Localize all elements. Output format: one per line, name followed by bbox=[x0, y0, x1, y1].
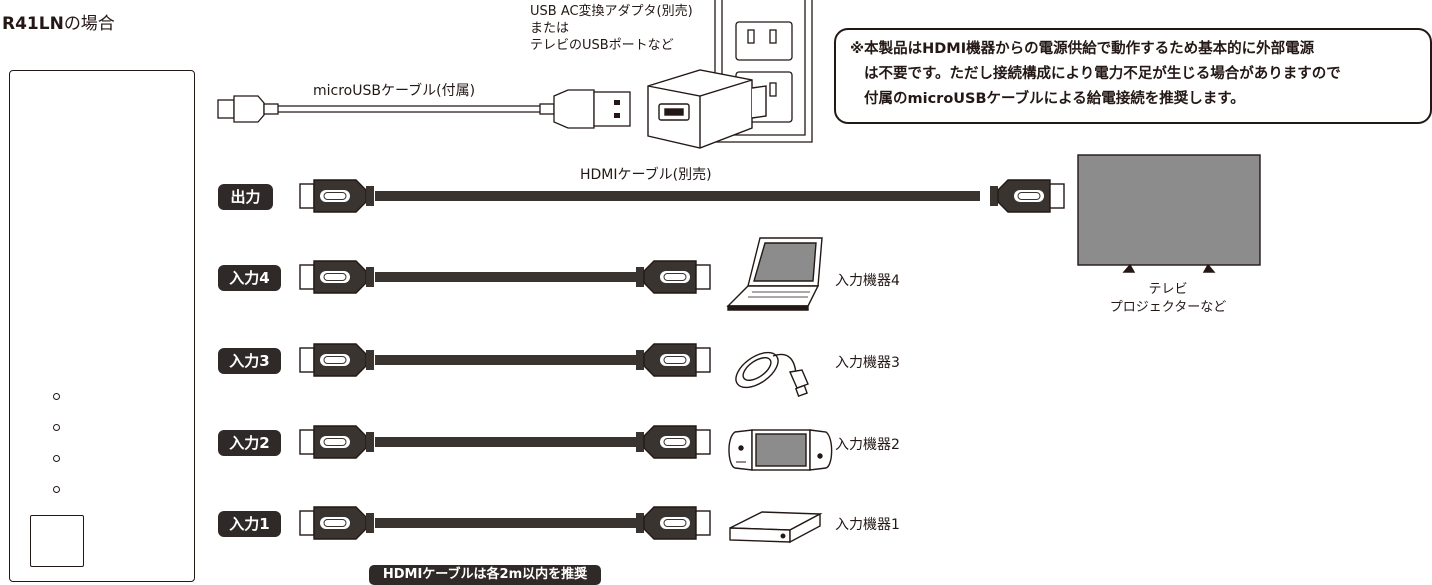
tv-caption-line1: テレビ bbox=[1148, 282, 1188, 297]
laptop-icon bbox=[726, 237, 823, 311]
adapter-label-line1: USB AC変換アダプタ(別売) bbox=[530, 4, 693, 19]
tv-icon bbox=[1077, 154, 1261, 273]
hdmi-cable-input2 bbox=[299, 425, 711, 459]
hdmi-cable-input3 bbox=[299, 343, 711, 377]
indicator-led-1 bbox=[53, 393, 60, 400]
device-label-input2: 入力機器2 bbox=[835, 437, 900, 453]
page-title: R41LNの場合 bbox=[2, 9, 115, 34]
hdmi-cable-output bbox=[299, 179, 1065, 213]
hdmi-output-cable-label: HDMIケーブル(別売) bbox=[580, 167, 712, 183]
title-suffix: の場合 bbox=[63, 14, 115, 34]
indicator-led-4 bbox=[53, 486, 60, 493]
port-badge-input1: 入力1 bbox=[218, 511, 281, 537]
usb-ac-adapter bbox=[647, 69, 767, 149]
port-badge-input4: 入力4 bbox=[218, 265, 281, 291]
port-badge-output: 出力 bbox=[218, 184, 273, 210]
switcher-device bbox=[9, 70, 195, 582]
adapter-label-line2: または bbox=[530, 21, 570, 36]
power-button bbox=[30, 515, 84, 567]
note-line3: 付属のmicroUSBケーブルによる給電接続を推奨します。 bbox=[864, 91, 1245, 107]
note-line1: ※本製品はHDMI機器からの電源供給で動作するため基本的に外部電源 bbox=[850, 41, 1315, 57]
hdmi-cable-input1 bbox=[299, 506, 711, 540]
port-badge-input2: 入力2 bbox=[218, 430, 281, 456]
device-label-input4: 入力機器4 bbox=[835, 273, 900, 289]
tv-caption: テレビ プロジェクターなど bbox=[1098, 281, 1238, 317]
adapter-label-line3: テレビのUSBポートなど bbox=[530, 38, 674, 53]
tv-caption-line2: プロジェクターなど bbox=[1109, 300, 1227, 315]
game-console-icon bbox=[728, 429, 833, 471]
device-label-input3: 入力機器3 bbox=[835, 355, 900, 371]
streaming-dongle-icon bbox=[735, 351, 809, 398]
set-top-box-icon bbox=[729, 511, 823, 544]
port-badge-input3: 入力3 bbox=[218, 348, 281, 374]
indicator-led-3 bbox=[53, 455, 60, 462]
micro-usb-cable-label: microUSBケーブル(付属) bbox=[313, 83, 476, 99]
device-label-input1: 入力機器1 bbox=[835, 517, 900, 533]
hdmi-cable-input4 bbox=[299, 260, 711, 294]
adapter-label: USB AC変換アダプタ(別売) または テレビのUSBポートなど bbox=[530, 3, 693, 54]
note-line2: は不要です。ただし接続構成により電力不足が生じる場合がありますので bbox=[864, 66, 1341, 82]
indicator-led-2 bbox=[53, 424, 60, 431]
wall-outlet bbox=[714, 0, 813, 143]
micro-usb-cable bbox=[217, 89, 631, 129]
cable-length-note: HDMIケーブルは各2m以内を推奨 bbox=[369, 565, 601, 585]
model-name: R41LN bbox=[2, 14, 64, 34]
power-note-box: ※本製品はHDMI機器からの電源供給で動作するため基本的に外部電源 は不要です。… bbox=[834, 28, 1432, 124]
